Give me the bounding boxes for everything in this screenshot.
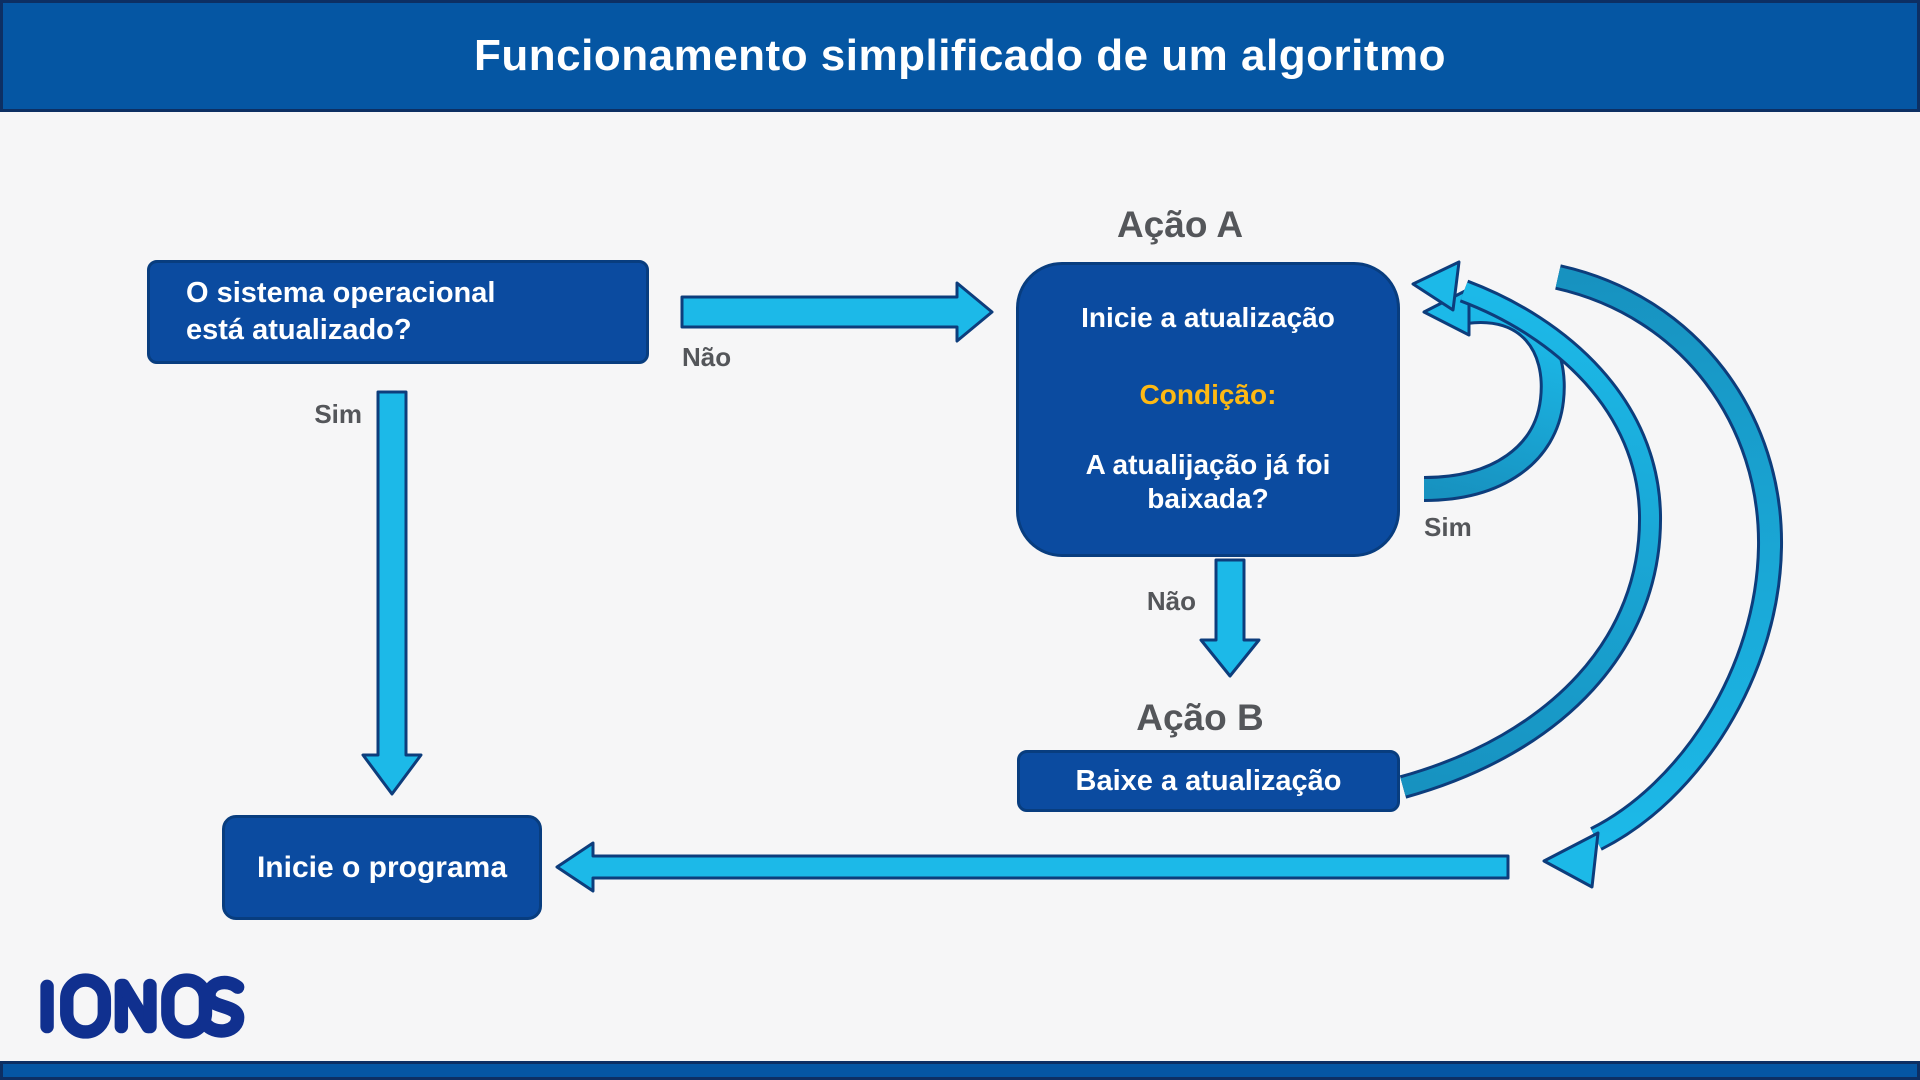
- page-title: Funcionamento simplificado de um algorit…: [474, 31, 1446, 80]
- arrow-bottom-left: [555, 841, 1510, 893]
- question-box-line1: O sistema operacional: [186, 277, 496, 309]
- logo-letter-s: [200, 975, 245, 1038]
- logo-letter-o2: [161, 973, 213, 1039]
- acao-a-condition-line1: A atualijação já foi: [1085, 449, 1331, 480]
- question-box-line2: está atualizado?: [186, 314, 412, 346]
- edge-label-sim-down: Sim: [314, 399, 362, 429]
- acao-a-box: Inicie a atualização Condição: A atualij…: [1016, 262, 1400, 557]
- header-bar: Funcionamento simplificado de um algorit…: [0, 0, 1920, 112]
- loop-sim-arrow: [1422, 287, 1566, 502]
- acao-a-label: Ação A: [1116, 204, 1244, 245]
- edge-label-nao-down: Não: [1146, 586, 1196, 616]
- edge-label-nao-right: Não: [682, 342, 732, 372]
- arrow-nao-right: [680, 281, 994, 343]
- start-program-box: Inicie o programa: [222, 815, 542, 920]
- acao-a-condition-line2: baixada?: [1147, 483, 1269, 514]
- edge-label-sim-loop: Sim: [1424, 512, 1472, 542]
- acao-a-action-text: Inicie a atualização: [1081, 302, 1335, 333]
- arrow-sim-down: [361, 390, 423, 796]
- start-program-text: Inicie o programa: [256, 850, 508, 884]
- acao-b-box: Baixe a atualização: [1017, 750, 1400, 812]
- question-box: O sistema operacional está atualizado?: [147, 260, 649, 364]
- acao-b-label: Ação B: [1136, 697, 1264, 738]
- footer-strip: [0, 1061, 1920, 1080]
- arc-acaoa-to-bottom: [1542, 264, 1784, 889]
- logo-letter-o1: [60, 973, 112, 1039]
- ionos-logo: IONOS: [40, 973, 245, 1039]
- arrow-nao-down: [1199, 558, 1261, 678]
- acao-b-action-text: Baixe a atualização: [1075, 764, 1342, 797]
- acao-a-condition-label: Condição:: [1139, 379, 1277, 410]
